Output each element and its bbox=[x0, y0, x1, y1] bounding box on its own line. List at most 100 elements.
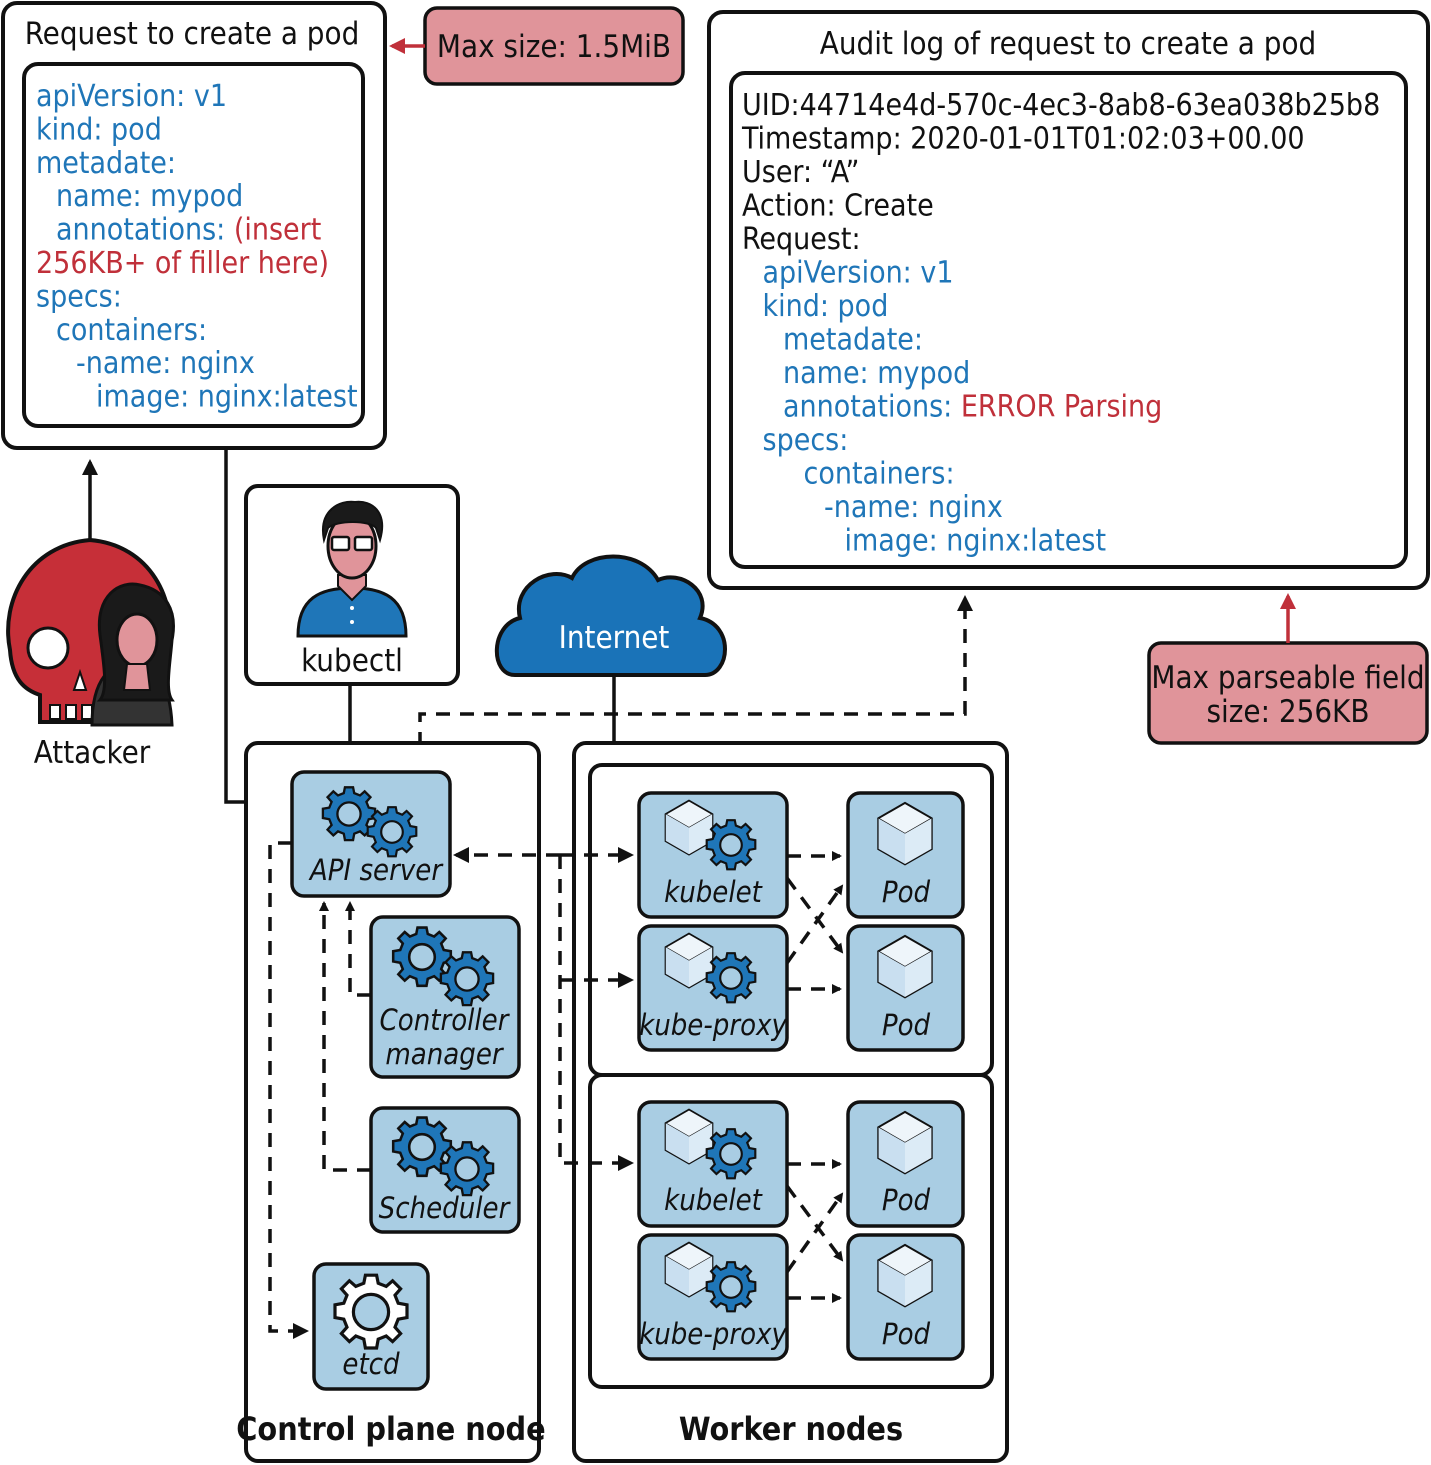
code-segment: specs: bbox=[763, 423, 849, 458]
max-size-label: Max size: 1.5MiB bbox=[437, 29, 671, 65]
kubelet: kubelet bbox=[637, 791, 789, 919]
code-line: specs: bbox=[763, 423, 849, 458]
audit-log-lines: UID:44714e4d-570c-4ec3-8ab8-63ea038b25b8… bbox=[741, 88, 1380, 559]
gear-icon bbox=[705, 952, 757, 1004]
code-line: apiVersion: v1 bbox=[36, 79, 227, 114]
worker-nodes-title: Worker nodes bbox=[679, 1410, 903, 1448]
kubectl-label: kubectl bbox=[301, 643, 403, 679]
code-segment: annotations: bbox=[783, 390, 961, 425]
code-line: metadate: bbox=[783, 323, 923, 358]
code-line: apiVersion: v1 bbox=[763, 256, 954, 291]
max-field-label-1: Max parseable field bbox=[1151, 660, 1424, 696]
gear-icon bbox=[705, 819, 757, 871]
code-segment: name: mypod bbox=[783, 356, 970, 391]
code-line: image: nginx:latest bbox=[845, 524, 1107, 559]
api-server: API server bbox=[290, 770, 452, 898]
gear-icon bbox=[366, 806, 418, 858]
proxy-to-pod-arrow bbox=[785, 884, 844, 965]
code-segment: image: nginx:latest bbox=[96, 380, 358, 415]
code-line: image: nginx:latest bbox=[96, 380, 358, 415]
kube-proxy-label: kube-proxy bbox=[639, 1008, 787, 1042]
code-segment: metadate: bbox=[36, 146, 176, 181]
control-plane-node: Control plane node API server Controller… bbox=[236, 741, 546, 1463]
code-line: containers: bbox=[804, 457, 955, 492]
pod: Pod bbox=[846, 1233, 965, 1361]
code-line: Timestamp: 2020-01-01T01:02:03+00.00 bbox=[741, 122, 1305, 157]
code-line: name: mypod bbox=[783, 356, 970, 391]
kube-proxy: kube-proxy bbox=[637, 1233, 789, 1361]
code-line: annotations: ERROR Parsing bbox=[783, 390, 1162, 425]
kubelet-to-pod-arrow bbox=[785, 876, 844, 954]
controller-to-api-arrow bbox=[345, 901, 371, 997]
internet-cloud: Internet bbox=[494, 554, 727, 677]
code-line: UID:44714e4d-570c-4ec3-8ab8-63ea038b25b8 bbox=[742, 88, 1380, 123]
user-icon bbox=[296, 500, 408, 638]
code-line: containers: bbox=[56, 313, 207, 348]
code-line: kind: pod bbox=[763, 289, 889, 324]
code-segment: Request: bbox=[742, 222, 861, 257]
attacker-icon: Attacker bbox=[6, 537, 175, 771]
kubelet-to-pod-arrow bbox=[785, 1184, 844, 1262]
code-segment: Timestamp: 2020-01-01T01:02:03+00.00 bbox=[741, 122, 1305, 157]
scheduler-to-api-arrow bbox=[319, 901, 371, 1172]
code-segment: name: mypod bbox=[56, 179, 243, 214]
kube-proxy: kube-proxy bbox=[637, 924, 789, 1052]
code-line: metadate: bbox=[36, 146, 176, 181]
gear-icon bbox=[705, 1261, 757, 1313]
code-segment: Action: Create bbox=[742, 189, 934, 224]
code-segment: kind: pod bbox=[763, 289, 889, 324]
api-server-label: API server bbox=[308, 853, 444, 887]
audit-log-box: Audit log of request to create a pod UID… bbox=[707, 10, 1430, 590]
cube-icon bbox=[877, 934, 933, 999]
max-field-label-2: size: 256KB bbox=[1207, 694, 1370, 730]
etcd-label: etcd bbox=[342, 1347, 400, 1381]
code-segment: (insert bbox=[234, 213, 321, 248]
code-segment: -name: nginx bbox=[824, 490, 1003, 525]
code-segment: containers: bbox=[804, 457, 955, 492]
kubelet-label: kubelet bbox=[664, 1183, 764, 1217]
attacker-label: Attacker bbox=[34, 735, 151, 771]
code-line: 256KB+ of filler here) bbox=[36, 246, 329, 281]
code-line: User: “A” bbox=[742, 155, 860, 190]
code-segment: apiVersion: v1 bbox=[36, 79, 227, 114]
control-plane-title: Control plane node bbox=[236, 1410, 545, 1448]
code-segment: metadate: bbox=[783, 323, 923, 358]
controller-label-2: manager bbox=[385, 1037, 505, 1071]
cube-icon bbox=[877, 1243, 933, 1308]
request-box-title: Request to create a pod bbox=[25, 16, 360, 52]
kubelet-label: kubelet bbox=[664, 875, 764, 909]
code-segment: UID:44714e4d-570c-4ec3-8ab8-63ea038b25b8 bbox=[742, 88, 1380, 123]
code-segment: 256KB+ of filler here) bbox=[36, 246, 329, 281]
api-to-etcd-arrow bbox=[268, 841, 309, 1339]
etcd: etcd bbox=[312, 1262, 430, 1391]
code-segment: specs: bbox=[36, 279, 122, 314]
max-size-note: Max size: 1.5MiB bbox=[389, 6, 685, 86]
code-line: annotations: (insert bbox=[56, 213, 321, 248]
code-segment: kind: pod bbox=[36, 112, 162, 147]
code-line: Action: Create bbox=[742, 189, 934, 224]
kubectl-box: kubectl bbox=[244, 484, 460, 686]
gear-icon bbox=[333, 1273, 409, 1350]
gear-icon bbox=[705, 1128, 757, 1180]
cube-icon bbox=[664, 1241, 714, 1298]
controller-manager: Controller manager bbox=[369, 915, 521, 1079]
pod-label: Pod bbox=[882, 1008, 931, 1042]
code-segment: apiVersion: v1 bbox=[763, 256, 954, 291]
audit-box-title: Audit log of request to create a pod bbox=[820, 26, 1316, 62]
request-box: Request to create a pod apiVersion: v1ki… bbox=[1, 1, 387, 450]
code-segment: User: “A” bbox=[742, 155, 860, 190]
code-segment: -name: nginx bbox=[76, 346, 255, 381]
api-to-kubelet-2-arrow bbox=[558, 855, 634, 1171]
code-line: kind: pod bbox=[36, 112, 162, 147]
proxy-to-pod-arrow bbox=[785, 1192, 844, 1274]
code-segment: ERROR Parsing bbox=[961, 390, 1162, 425]
internet-label: Internet bbox=[559, 620, 670, 656]
controller-label-1: Controller bbox=[380, 1003, 511, 1037]
worker-nodes: Worker nodes kubelet kube-proxy Pod Pod bbox=[572, 741, 1009, 1463]
code-segment: annotations: bbox=[56, 213, 234, 248]
cube-icon bbox=[877, 801, 933, 866]
pod-label: Pod bbox=[882, 875, 931, 909]
code-line: -name: nginx bbox=[76, 346, 255, 381]
